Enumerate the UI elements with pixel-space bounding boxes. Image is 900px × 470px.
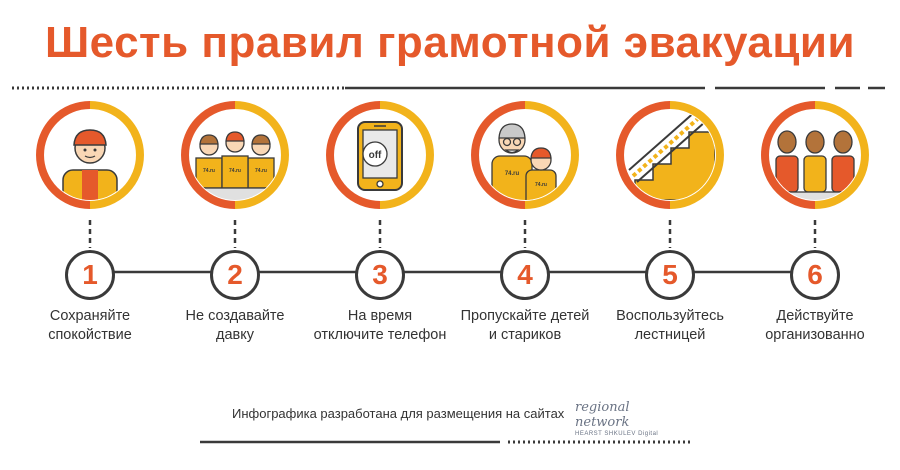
regional-network-logo: regional network HEARST SHKULEV Digital — [575, 400, 685, 437]
step-number-4: 4 — [500, 250, 550, 300]
step-number-5: 5 — [645, 250, 695, 300]
footer-text: Инфографика разработана для размещения н… — [232, 406, 565, 421]
elder-child-icon: 74.ru 74.ru — [471, 101, 579, 209]
step-number-1: 1 — [65, 250, 115, 300]
phone-off-icon: off — [326, 101, 434, 209]
off-text: off — [369, 150, 382, 161]
logo-line-1: regional network — [575, 400, 630, 430]
shirt-logo-text: 74.ru — [229, 168, 241, 174]
step-number-3: 3 — [355, 250, 405, 300]
step-number-6: 6 — [790, 250, 840, 300]
calm-person-icon — [36, 101, 144, 209]
page-title: Шесть правил грамотной эвакуации — [44, 18, 856, 67]
shirt-logo-text: 74.ru — [505, 171, 520, 177]
logo-line-2: HEARST SHKULEV Digital — [575, 431, 659, 437]
crowd-icon: 74.ru 74.ru 74.ru — [181, 101, 289, 209]
shirt-logo-text: 74.ru — [255, 168, 267, 174]
queue-icon — [761, 101, 869, 209]
stairs-icon — [616, 101, 724, 209]
shirt-logo-text: 74.ru — [535, 182, 547, 188]
step-number-2: 2 — [210, 250, 260, 300]
shirt-logo-text: 74.ru — [203, 168, 215, 174]
